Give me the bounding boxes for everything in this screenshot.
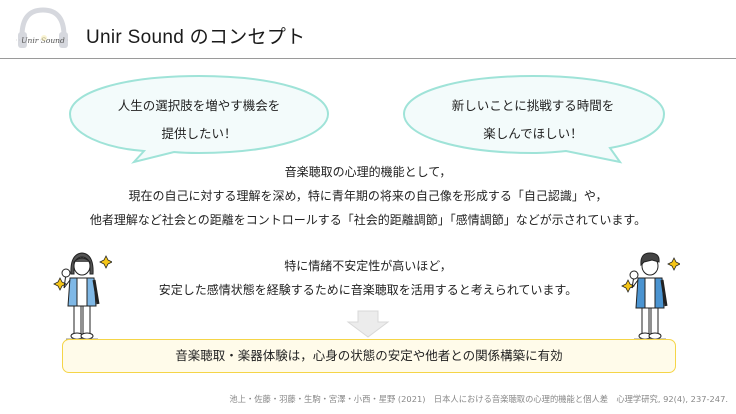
header-divider <box>0 58 736 59</box>
sparkle-icon <box>53 277 67 291</box>
speech-bubble-right: 新しいことに挑戦する時間を 楽しんでほしい！ <box>396 72 670 164</box>
sparkle-icon <box>621 279 635 293</box>
paragraph1-line-1: 音楽聴取の心理的機能として， <box>284 165 452 179</box>
headphones-logo-icon: Unir Sound <box>14 6 72 52</box>
page-title: Unir Sound のコンセプト <box>86 27 306 48</box>
psychological-functions-paragraph: 音楽聴取の心理的機能として， 現在の自己に対する理解を深め，特に青年期の将来の自… <box>0 160 736 232</box>
paragraph2-line-2: 安定した感情状態を経験するために音楽聴取を活用すると考えられています。 <box>158 283 578 297</box>
bubble-left-line-1: 人生の選択肢を増やす機会を <box>117 98 281 113</box>
sparkle-icon <box>667 257 681 271</box>
sparkle-icon <box>99 255 113 269</box>
paragraph1-line-2: 現在の自己に対する理解を深め，特に青年期の将来の自己像を形成する「自己認識」や， <box>128 189 608 203</box>
paragraph2-line-1: 特に情緒不安定性が高いほど， <box>284 259 452 273</box>
man-fist-pump-illustration <box>620 248 681 340</box>
bubble-right-line-2: 楽しんでほしい！ <box>483 126 583 141</box>
arrow-down-icon <box>344 310 392 338</box>
paragraph1-line-3: 他者理解など社会との距離をコントロールする「社会的距離調節」「感情調節」などが示… <box>89 213 647 227</box>
citation: 池上・佐藤・羽藤・生駒・宮澤・小西・星野 (2021) 日本人における音楽聴取の… <box>229 394 728 404</box>
bubble-left-line-2: 提供したい！ <box>161 126 237 141</box>
woman-fist-pump-illustration <box>52 248 113 340</box>
bubble-right-line-1: 新しいことに挑戦する時間を <box>451 98 615 113</box>
conclusion-box: 音楽聴取・楽器体験は，心身の状態の安定や他者との関係構築に有効 <box>62 339 676 373</box>
speech-bubble-left: 人生の選択肢を増やす機会を 提供したい！ <box>64 72 334 164</box>
emotional-stability-paragraph: 特に情緒不安定性が高いほど， 安定した感情状態を経験するために音楽聴取を活用する… <box>0 254 736 302</box>
